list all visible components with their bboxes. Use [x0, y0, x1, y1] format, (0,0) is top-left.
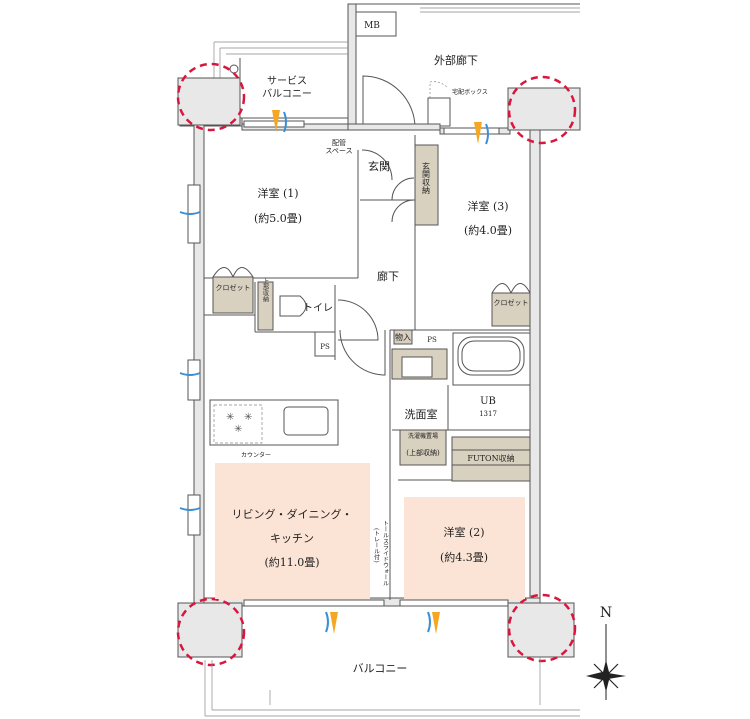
- washer-space: [399, 429, 447, 466]
- unit-bath-size: 1317: [479, 410, 497, 418]
- kitchen-counter: [209, 399, 339, 446]
- delivery-box: [427, 97, 451, 127]
- north-compass-icon: N: [586, 605, 626, 700]
- entrance-label: 玄関: [368, 159, 390, 173]
- service-balcony-label-2: バルコニー: [262, 88, 312, 100]
- balcony-label: バルコニー: [353, 662, 408, 675]
- closet-room1: [212, 276, 254, 314]
- sink: [283, 406, 329, 436]
- storage: [393, 329, 413, 345]
- toilet-upper-storage-label: 上部収納: [262, 277, 269, 303]
- service-balcony-label-1: サービス: [267, 75, 307, 87]
- balcony: [204, 657, 580, 717]
- tall-sliding-wall-note: (トレール付): [373, 528, 380, 563]
- delivery-box-label: 宅配ボックス: [452, 88, 488, 96]
- stove-icon: ✳: [244, 412, 252, 423]
- stove-icon: ✳: [234, 424, 242, 435]
- washroom-label: 洗面室: [405, 407, 438, 421]
- external-corridor-railing: [347, 3, 580, 127]
- room1-name: 洋室 (1): [257, 186, 298, 200]
- washer-space-label: 洗濯機置場: [408, 432, 438, 440]
- mb-label: MB: [364, 21, 380, 31]
- meter-box: [355, 11, 397, 37]
- ps-label-2: PS: [427, 336, 437, 344]
- room3-size: (約4.0畳): [464, 223, 512, 237]
- ldk-size: (約11.0畳): [264, 555, 319, 569]
- entrance-storage: [414, 144, 439, 226]
- closet-room3: [491, 292, 531, 327]
- storage-label: 物入: [395, 332, 411, 342]
- room2-area: [404, 497, 525, 599]
- closet-room3-label: クロゼット: [494, 298, 529, 307]
- piping-space-label-2: スペース: [325, 147, 352, 155]
- futon-storage-label: FUTON収納: [467, 453, 514, 463]
- washroom-upper-storage-label: (上部収納): [406, 448, 440, 457]
- unit-bath-label: UB: [480, 396, 496, 407]
- windows: [179, 110, 509, 634]
- hallway-label: 廊下: [377, 269, 399, 283]
- futon-storage: [451, 436, 531, 482]
- stove-icon: ✳: [226, 412, 234, 423]
- room3-name: 洋室 (3): [467, 199, 508, 213]
- ldk-area: [215, 463, 370, 599]
- entrance-storage-label: 玄関収納: [422, 161, 431, 195]
- closet-room1-label: クロゼット: [216, 283, 251, 292]
- ldk-label-2: キッチン: [270, 532, 314, 545]
- toilet-label: トイレ: [303, 303, 333, 314]
- room2-size: (約4.3畳): [440, 550, 488, 564]
- external-corridor-label: 外部廊下: [434, 53, 478, 67]
- tall-sliding-wall-label: トールスライドウォール: [382, 520, 389, 586]
- ps-label-1: PS: [320, 343, 330, 351]
- ldk-label-1: リビング・ダイニング・: [232, 507, 353, 521]
- highlight-markers: [176, 62, 577, 667]
- piping-space-label-1: 配管: [332, 138, 346, 147]
- toilet-upper-storage: [257, 281, 274, 331]
- north-label: N: [600, 605, 612, 621]
- counter-label: カウンター: [241, 451, 271, 459]
- room1-size: (約5.0畳): [254, 211, 302, 225]
- room2-name: 洋室 (2): [443, 525, 484, 539]
